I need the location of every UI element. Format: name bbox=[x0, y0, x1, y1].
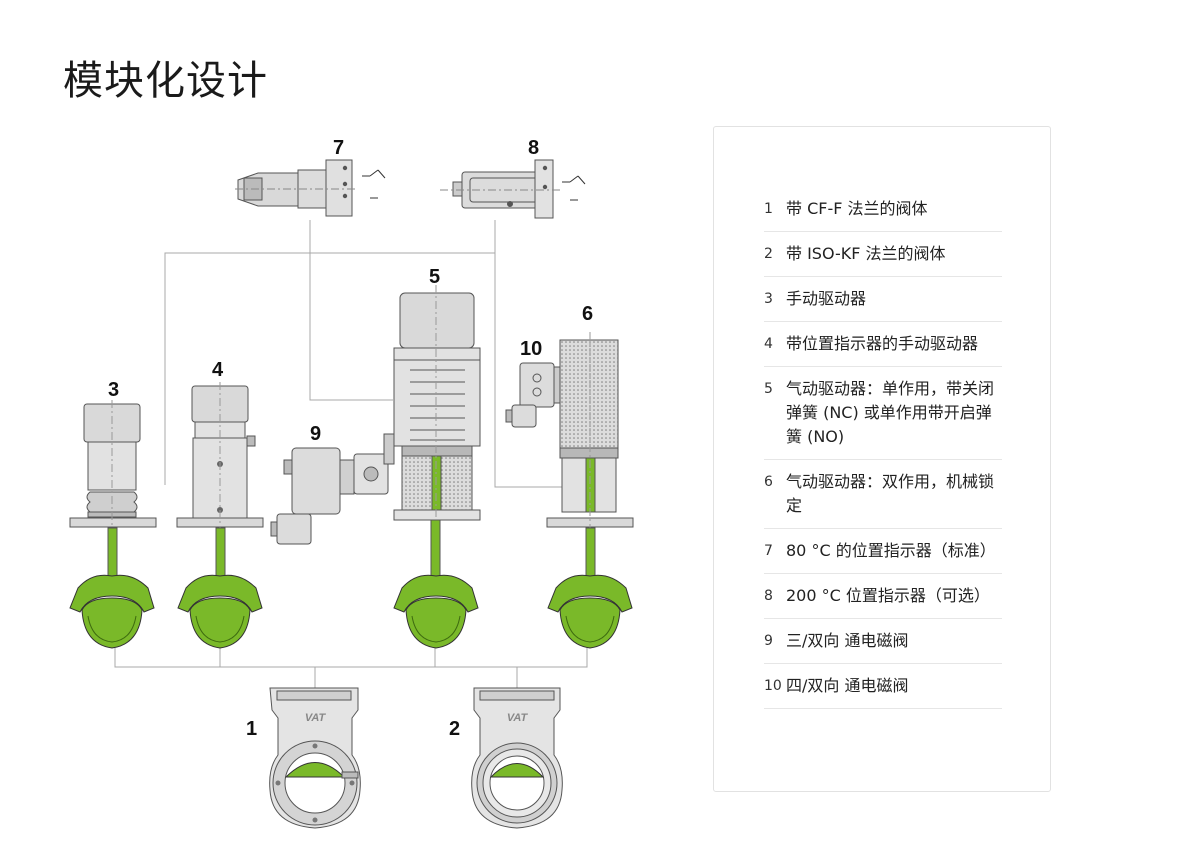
legend-item: 1 带 CF-F 法兰的阀体 bbox=[764, 187, 1002, 232]
callout-10: 10 bbox=[520, 338, 542, 360]
solenoid-valve-4-2 bbox=[505, 362, 563, 428]
legend-number: 5 bbox=[764, 381, 773, 397]
solenoid-valve-3-2 bbox=[270, 447, 389, 545]
legend-text: 四/双向 通电磁阀 bbox=[786, 676, 909, 695]
legend-text: 手动驱动器 bbox=[786, 289, 867, 308]
manual-actuator-with-indicator bbox=[176, 382, 264, 649]
callout-7: 7 bbox=[333, 137, 344, 159]
callout-9: 9 bbox=[310, 423, 321, 445]
legend-item: 9 三/双向 通电磁阀 bbox=[764, 619, 1002, 664]
callout-4: 4 bbox=[212, 359, 224, 381]
legend-item: 7 80 °C 的位置指示器（标准） bbox=[764, 529, 1002, 574]
valve-body-iso-kf: VAT bbox=[471, 687, 563, 829]
legend-text: 带位置指示器的手动驱动器 bbox=[786, 334, 979, 353]
position-indicator-200c bbox=[440, 159, 586, 219]
legend-item: 5 气动驱动器：单作用，带关闭弹簧 (NC) 或单作用带开启弹簧 (NO) bbox=[764, 367, 1002, 460]
legend-number: 10 bbox=[764, 678, 782, 694]
legend-number: 3 bbox=[764, 291, 773, 307]
callout-2: 2 bbox=[449, 718, 460, 740]
vat-logo-2: VAT bbox=[507, 712, 529, 724]
pneumatic-actuator-double-acting bbox=[546, 332, 634, 649]
page-title: 模块化设计 bbox=[63, 58, 268, 104]
legend-text: 带 ISO-KF 法兰的阀体 bbox=[786, 244, 946, 263]
legend-number: 6 bbox=[764, 474, 773, 490]
legend-text: 带 CF-F 法兰的阀体 bbox=[786, 199, 928, 218]
legend-number: 9 bbox=[764, 633, 773, 649]
connection-lines bbox=[114, 220, 588, 688]
legend-text: 气动驱动器：双作用，机械锁定 bbox=[786, 472, 995, 515]
callout-3: 3 bbox=[108, 379, 119, 401]
legend-item: 6 气动驱动器：双作用，机械锁定 bbox=[764, 460, 1002, 529]
legend-item: 3 手动驱动器 bbox=[764, 277, 1002, 322]
legend-list: 1 带 CF-F 法兰的阀体 2 带 ISO-KF 法兰的阀体 3 手动驱动器 4 带位… bbox=[764, 187, 1002, 709]
legend-number: 1 bbox=[764, 201, 773, 217]
callout-6: 6 bbox=[582, 303, 593, 325]
legend-number: 2 bbox=[764, 246, 773, 262]
manual-actuator bbox=[69, 400, 157, 649]
legend-text: 200 °C 位置指示器（可选） bbox=[786, 586, 990, 605]
callout-5: 5 bbox=[429, 266, 440, 288]
pneumatic-actuator-single-acting bbox=[383, 285, 481, 649]
legend-item: 4 带位置指示器的手动驱动器 bbox=[764, 322, 1002, 367]
callout-8: 8 bbox=[528, 137, 539, 159]
callout-1: 1 bbox=[246, 718, 257, 740]
legend-number: 8 bbox=[764, 588, 773, 604]
valve-body-cf-f: VAT bbox=[269, 687, 361, 829]
legend-item: 8 200 °C 位置指示器（可选） bbox=[764, 574, 1002, 619]
legend-text: 三/双向 通电磁阀 bbox=[786, 631, 909, 650]
position-indicator-80c bbox=[235, 159, 386, 217]
vat-logo-1: VAT bbox=[305, 712, 327, 724]
modular-design-diagram: VAT VAT 1 2 3 4 5 6 7 8 9 10 bbox=[69, 137, 634, 829]
legend-number: 4 bbox=[764, 336, 773, 352]
legend-item: 2 带 ISO-KF 法兰的阀体 bbox=[764, 232, 1002, 277]
legend-number: 7 bbox=[764, 543, 773, 559]
legend-text: 80 °C 的位置指示器（标准） bbox=[786, 541, 996, 560]
legend-card: 1 带 CF-F 法兰的阀体 2 带 ISO-KF 法兰的阀体 3 手动驱动器 4 带位… bbox=[713, 126, 1051, 792]
legend-text: 气动驱动器：单作用，带关闭弹簧 (NC) 或单作用带开启弹簧 (NO) bbox=[786, 379, 995, 446]
